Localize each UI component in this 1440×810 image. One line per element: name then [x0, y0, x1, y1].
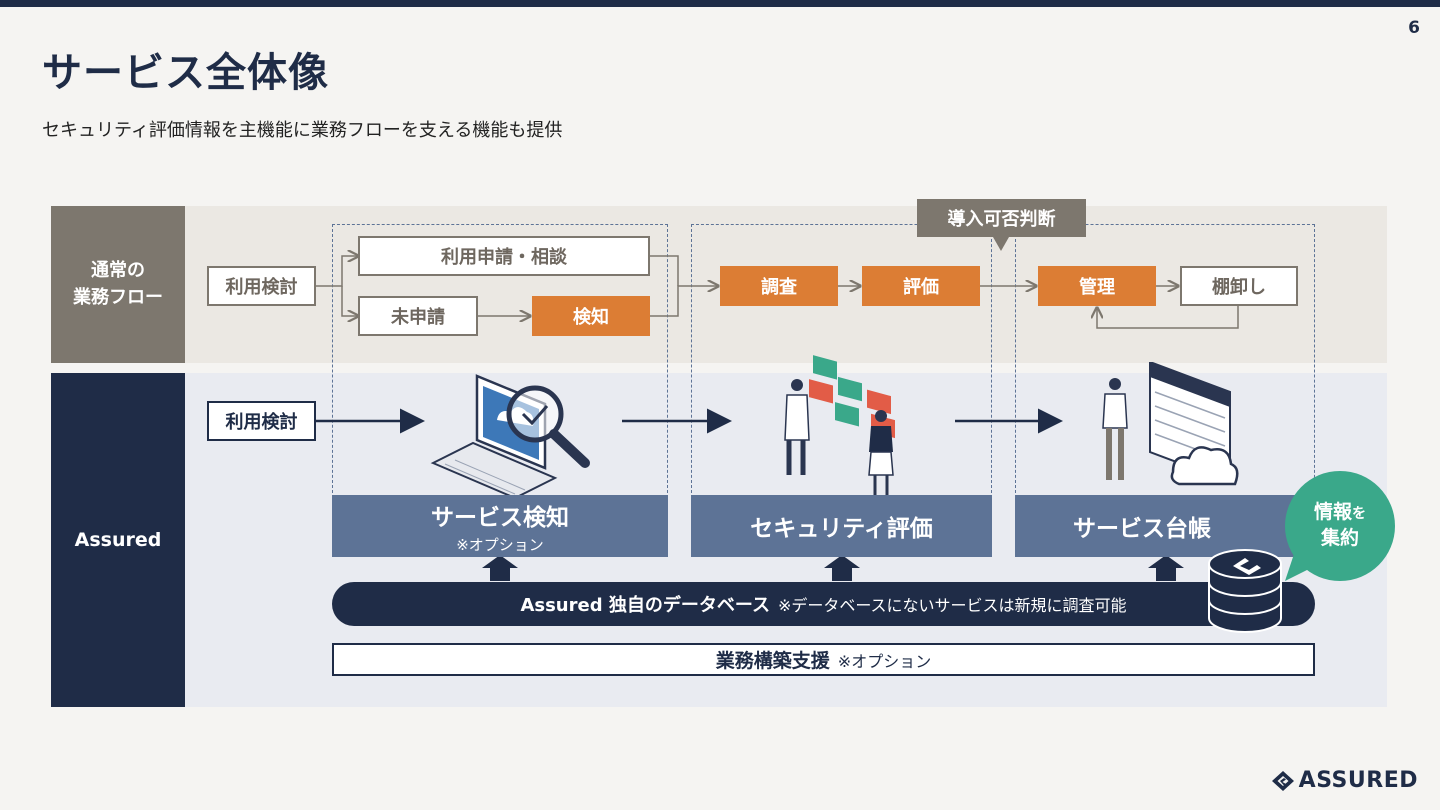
page-subtitle: セキュリティ評価情報を主機能に業務フローを支える機能も提供	[42, 120, 563, 141]
ledger-illustration	[1102, 362, 1239, 486]
bubble-particle: を	[1352, 506, 1366, 523]
page-title: サービス全体像	[42, 49, 329, 96]
manage-box: 管理	[1038, 266, 1156, 306]
page-number: 6	[1408, 18, 1420, 38]
evaluation-illustration	[784, 355, 895, 498]
top-bar	[0, 0, 1440, 7]
security-eval-label: セキュリティ評価	[750, 516, 933, 542]
assured-logo: ASSURED	[1271, 768, 1418, 793]
bubble-line1: 情報	[1313, 501, 1352, 524]
support-label: 業務構築支援	[715, 650, 830, 672]
normal-flow-label: 通常の 業務フロー	[51, 206, 185, 363]
assured-logo-icon	[1271, 770, 1294, 791]
assured-consider-box: 利用検討	[207, 401, 316, 441]
database-icon	[1208, 549, 1282, 633]
security-eval-box: セキュリティ評価	[691, 495, 992, 557]
survey-box: 調査	[720, 266, 838, 306]
evaluate-box: 評価	[862, 266, 980, 306]
business-support-box: 業務構築支援 ※オプション	[332, 643, 1315, 676]
logo-text: ASSURED	[1298, 768, 1418, 793]
assured-label: Assured	[51, 373, 185, 707]
service-detect-label: サービス検知	[431, 504, 569, 531]
database-label: Assured 独自のデータベース	[520, 595, 770, 616]
inventory-box: 棚卸し	[1180, 266, 1298, 306]
support-note: ※オプション	[837, 651, 932, 671]
decision-label: 導入可否判断	[917, 199, 1086, 237]
assured-database-bar: Assured 独自のデータベース ※データベースにないサービスは新規に調査可能	[332, 582, 1315, 626]
laptop-magnifier-illustration	[430, 374, 590, 498]
detect-box: 検知	[532, 296, 650, 336]
normal-consider-box: 利用検討	[207, 266, 316, 306]
service-ledger-box: サービス台帳	[1015, 495, 1315, 557]
service-detect-note: ※オプション	[456, 535, 544, 554]
aggregate-bubble	[1285, 471, 1395, 581]
bubble-line2: 集約	[1320, 527, 1359, 549]
service-detect-box: サービス検知 ※オプション	[332, 495, 668, 557]
apply-consult-box: 利用申請・相談	[358, 236, 650, 276]
aggregate-bubble-text: 情報を 集約	[1285, 471, 1395, 581]
service-ledger-label: サービス台帳	[1073, 516, 1211, 542]
database-note: ※データベースにないサービスは新規に調査可能	[777, 596, 1127, 615]
unapplied-box: 未申請	[358, 296, 478, 336]
